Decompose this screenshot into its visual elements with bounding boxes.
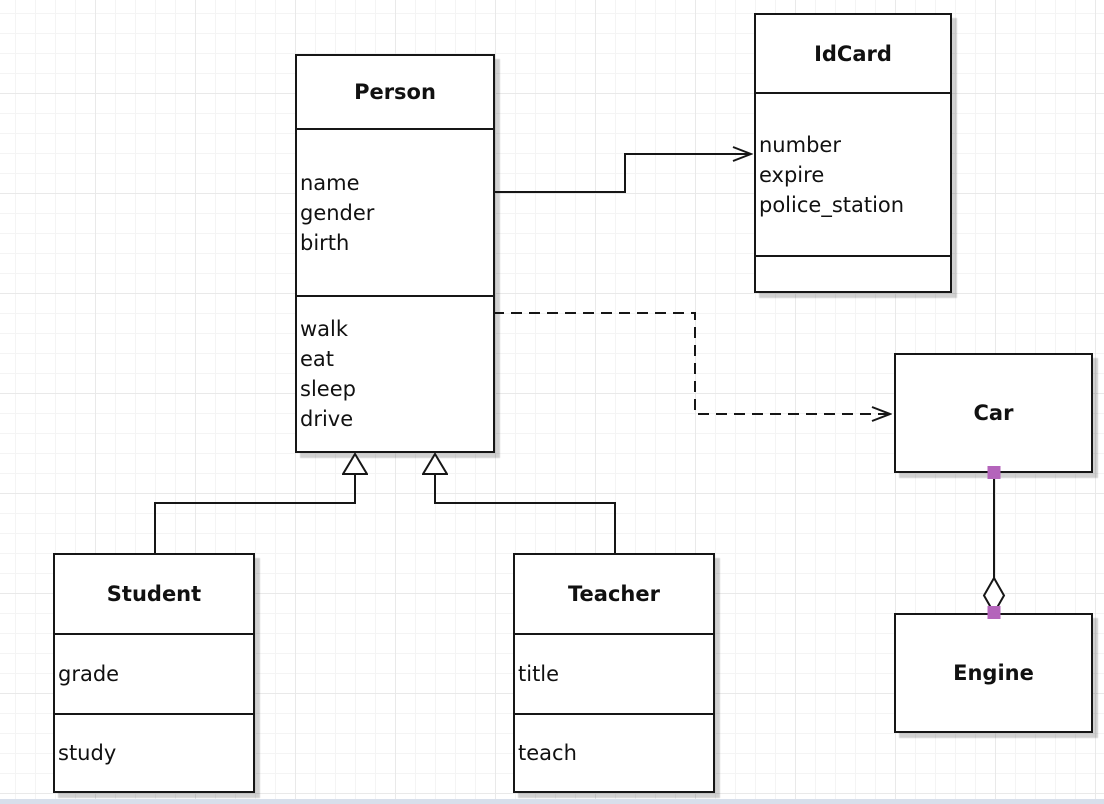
class-teacher[interactable]: Teacher title teach bbox=[513, 553, 715, 793]
association-person-idcard[interactable] bbox=[493, 154, 751, 193]
method: teach bbox=[518, 741, 577, 765]
generalization-student-person[interactable] bbox=[154, 454, 355, 553]
method: sleep bbox=[300, 377, 356, 401]
attribute: name bbox=[300, 170, 360, 195]
class-person-title: Person bbox=[354, 80, 436, 104]
attribute: gender bbox=[300, 200, 375, 225]
class-student-title: Student bbox=[106, 582, 202, 606]
method: walk bbox=[300, 317, 349, 341]
attribute: number bbox=[759, 132, 841, 157]
class-teacher-title: Teacher bbox=[568, 582, 660, 606]
class-person-methods: walk eat sleep drive bbox=[297, 295, 493, 451]
class-student-methods: study bbox=[55, 713, 253, 791]
method: drive bbox=[300, 407, 354, 431]
class-teacher-attributes: title bbox=[515, 633, 713, 713]
class-student[interactable]: Student grade study bbox=[53, 553, 255, 793]
attribute: birth bbox=[300, 230, 350, 255]
class-person[interactable]: Person name gender birth walk eat sleep … bbox=[295, 54, 495, 453]
attribute: expire bbox=[759, 162, 825, 187]
class-car-title: Car bbox=[973, 401, 1014, 425]
bottom-edge-strip bbox=[0, 799, 1104, 804]
class-person-attributes: name gender birth bbox=[297, 128, 493, 295]
class-idcard-attributes: number expire police_station bbox=[756, 92, 950, 255]
dependency-person-car[interactable] bbox=[493, 312, 890, 414]
generalization-teacher-person[interactable] bbox=[435, 454, 616, 553]
attribute: title bbox=[518, 662, 560, 686]
attribute: grade bbox=[58, 662, 120, 686]
class-student-attributes: grade bbox=[55, 633, 253, 713]
class-idcard-title: IdCard bbox=[814, 41, 892, 66]
method: study bbox=[58, 741, 117, 765]
method: eat bbox=[300, 347, 335, 371]
class-idcard[interactable]: IdCard number expire police_station bbox=[754, 13, 952, 293]
class-engine-title: Engine bbox=[953, 661, 1034, 685]
class-car[interactable]: Car bbox=[894, 353, 1093, 473]
class-teacher-methods: teach bbox=[515, 713, 713, 791]
class-idcard-methods-empty bbox=[756, 255, 950, 291]
attribute: police_station bbox=[759, 192, 905, 217]
class-engine[interactable]: Engine bbox=[894, 613, 1093, 733]
